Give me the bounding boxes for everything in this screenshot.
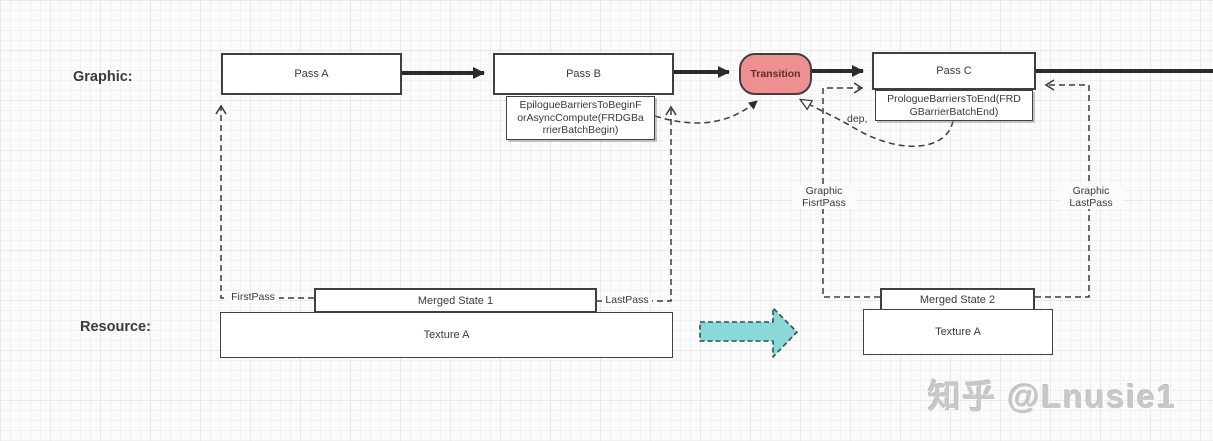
resource-row-label: Resource: [80, 319, 151, 335]
prologue-dep-to-transition-curve [798, 98, 954, 147]
merged-state-1-box: Merged State 1 [314, 288, 597, 313]
epilogue-to-transition-curve [654, 100, 758, 124]
epilogue-barrier-line: orAsyncCompute(FRDGBa [517, 111, 644, 124]
transition-node: Transition [739, 53, 812, 95]
dep-label: dep, [847, 113, 868, 125]
last-pass-label: LastPass [602, 294, 652, 306]
graphic-last-pass-label: Graphic LastPass [1059, 185, 1123, 209]
prologue-barrier-line: GBarrierBatchEnd) [909, 105, 999, 118]
state-change-block-arrow-icon [699, 307, 798, 358]
merged-state-2-box: Merged State 2 [880, 288, 1035, 311]
first-pass-label: FirstPass [227, 291, 279, 303]
graphic-first-pass-line: Graphic [805, 185, 843, 197]
epilogue-barrier-line: rrierBatchBegin) [542, 124, 619, 136]
graphic-first-pass-label: Graphic FisrtPass [792, 185, 856, 209]
prologue-barrier-line: PrologueBarriersToEnd(FRD [887, 93, 1021, 105]
prologue-barrier-box: PrologueBarriersToEnd(FRD GBarrierBatchE… [875, 90, 1033, 121]
pass-c-node: Pass C [872, 52, 1036, 90]
epilogue-barrier-line: EpilogueBarriersToBeginF [519, 99, 642, 111]
texture-a-left-box: Texture A [220, 312, 673, 358]
graphic-first-pass-line: FisrtPass [802, 197, 846, 209]
epilogue-barrier-box: EpilogueBarriersToBeginF orAsyncCompute(… [506, 96, 655, 140]
graphic-last-pass-line: LastPass [1069, 197, 1113, 209]
graphic-row-label: Graphic: [73, 69, 133, 85]
graphic-last-pass-line: Graphic [1072, 185, 1110, 197]
pass-a-node: Pass A [221, 53, 402, 95]
pass-b-node: Pass B [493, 53, 674, 95]
first-pass-dashed-connector [215, 104, 314, 299]
texture-a-right-box: Texture A [863, 309, 1053, 355]
zhihu-watermark: 知乎 @Lnusie1 [928, 378, 1177, 415]
